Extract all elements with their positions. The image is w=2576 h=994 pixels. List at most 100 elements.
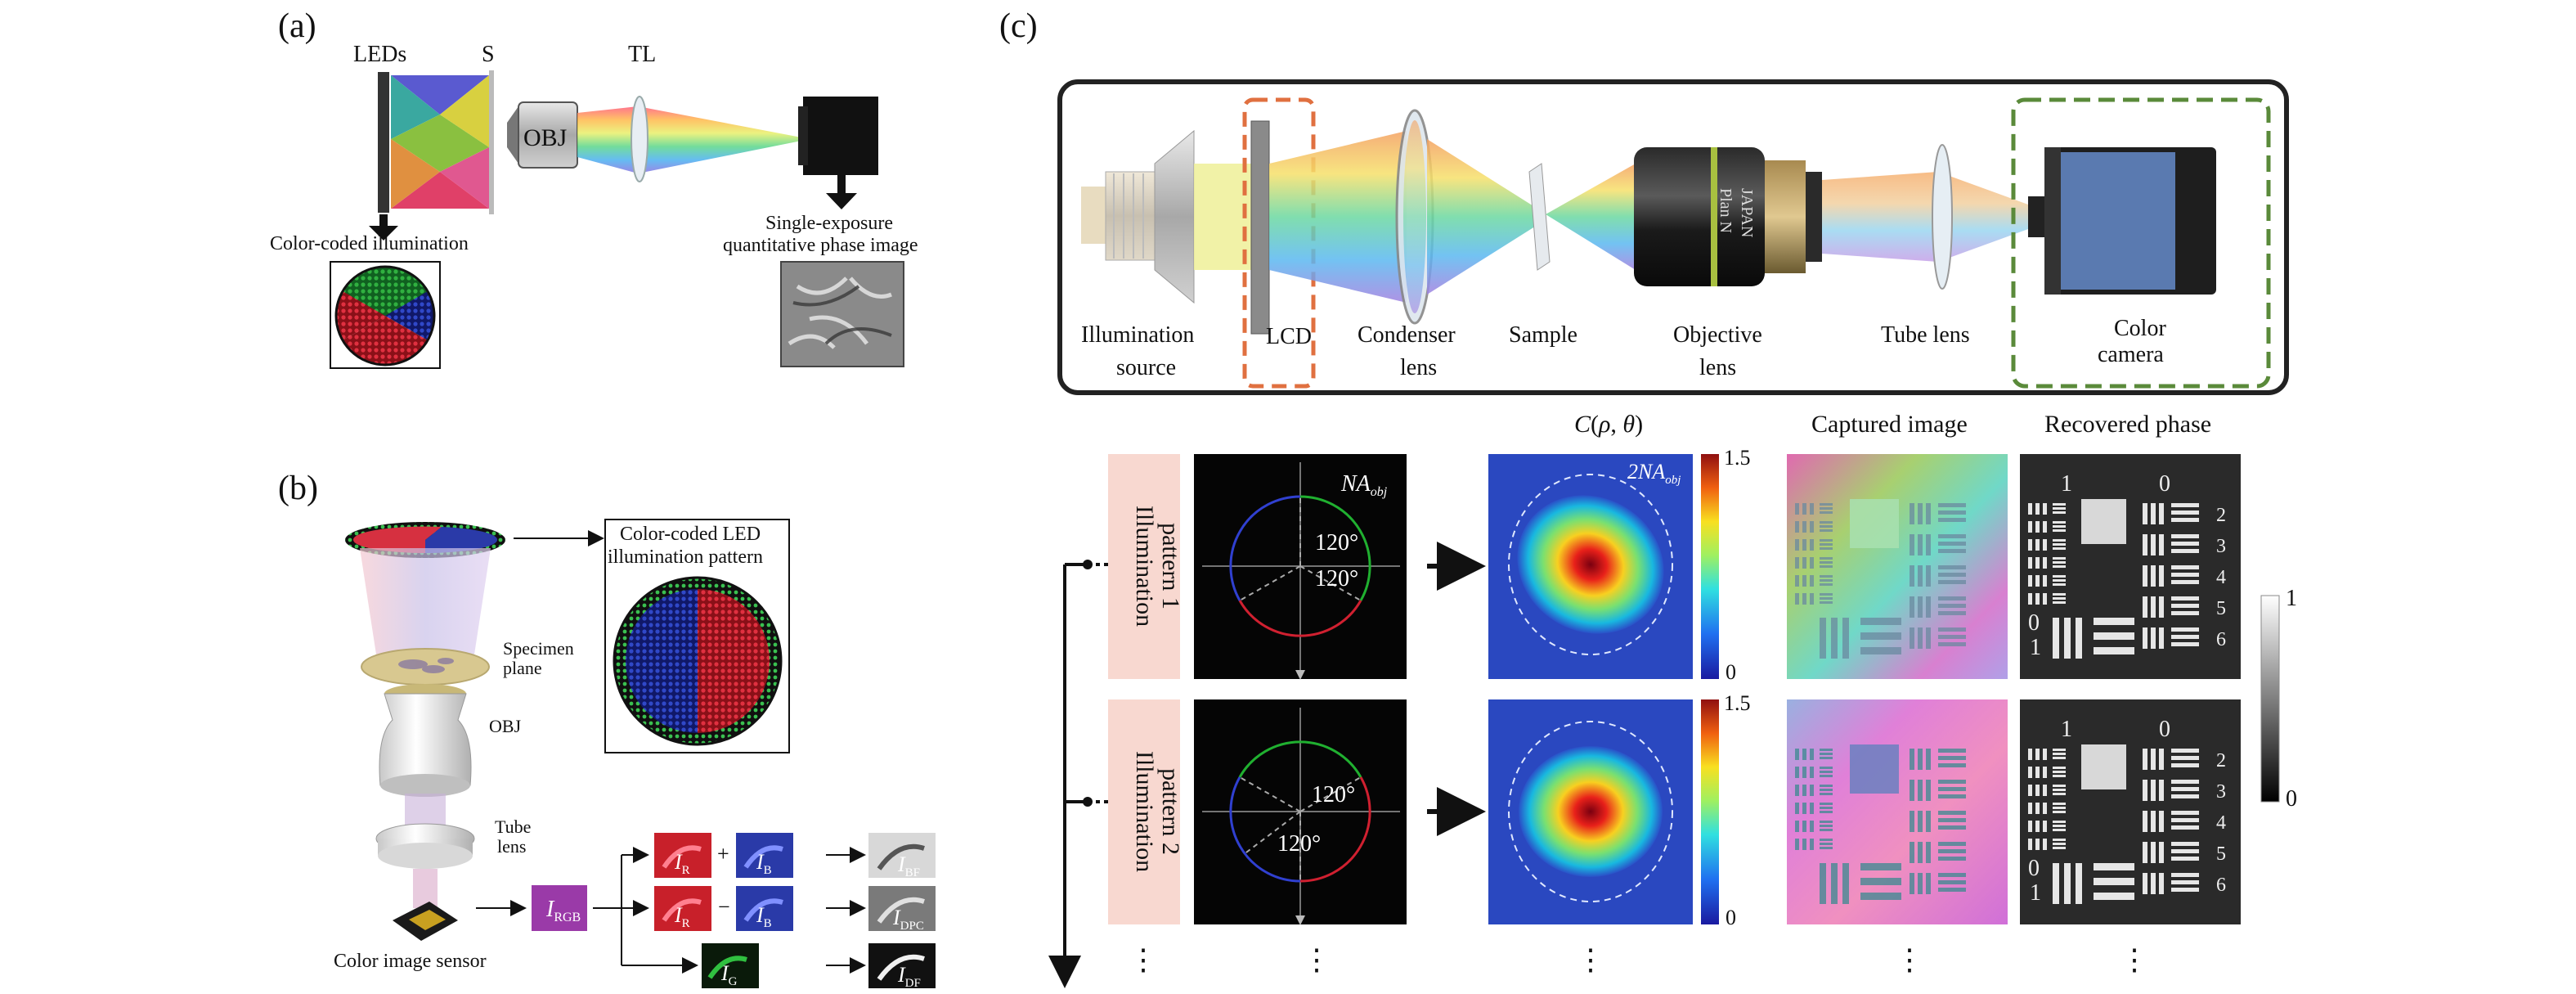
illum-source-line2: source (1116, 355, 1176, 380)
svg-text:120°: 120° (1315, 530, 1358, 555)
single-exposure-line2: quantitative phase image (723, 235, 918, 256)
svg-text:Plan N: Plan N (1717, 188, 1735, 233)
specimen-line1: Specimen (503, 638, 574, 659)
i-bf-tile (868, 833, 936, 878)
pattern2-line1: Illumination (1131, 751, 1158, 872)
single-exposure-line1: Single-exposure (765, 213, 893, 234)
i-b-tile-1 (736, 833, 793, 878)
led-orange-ray (391, 139, 440, 209)
target-number: 5 (2216, 598, 2226, 619)
illumination-source (1081, 129, 1195, 304)
pattern1-line1: Illumination (1131, 506, 1158, 627)
svg-text:1: 1 (2061, 717, 2072, 742)
color-camera (2028, 147, 2216, 295)
lcd-panel (1250, 120, 1270, 335)
gray-colorbar (2260, 595, 2280, 803)
panel-a-label: (a) (278, 7, 316, 45)
cbar-max-1: 1.5 (1724, 446, 1751, 470)
pattern-1-label-box (1108, 454, 1180, 679)
leds-label: LEDs (353, 42, 406, 67)
jet-colorbar-1 (1701, 454, 1719, 679)
recovered-header: Recovered phase (2044, 411, 2211, 438)
ellipsis-5: ⋮ (2120, 943, 2149, 976)
led-arrow-a (369, 226, 398, 241)
captured-header: Captured image (1811, 411, 1968, 438)
led-pink-ray (440, 147, 489, 209)
svg-text:0: 0 (2159, 717, 2170, 742)
objective-line1: Objective (1673, 322, 1762, 348)
tube-beam (1822, 172, 2028, 262)
led-pattern-line2: illumination pattern (608, 546, 763, 568)
tl-label: TL (628, 42, 656, 67)
svg-text:IBF: IBF (897, 852, 920, 879)
panel-b-label: (b) (278, 470, 318, 507)
c-tile-1: 2NAobj (1488, 454, 1693, 679)
cbar-min-1: 0 (1726, 660, 1736, 684)
gray-max: 1 (2286, 586, 2297, 611)
target-number: 2 (2216, 505, 2226, 526)
camera-arrow-a (826, 193, 857, 209)
svg-text:IRGB: IRGB (545, 897, 581, 924)
led-yellow-ray (440, 75, 489, 147)
condenser-line1: Condenser (1358, 322, 1456, 348)
panel-c-label: (c) (999, 7, 1038, 45)
svg-text:0: 0 (2028, 856, 2040, 881)
ellipsis-2: ⋮ (1302, 943, 1331, 976)
i-b-tile-2 (736, 886, 793, 931)
svg-text:IDPC: IDPC (892, 906, 924, 933)
c-tile-2 (1488, 699, 1693, 924)
sample-slide-c (1528, 163, 1551, 271)
cbar-max-2: 1.5 (1724, 691, 1751, 715)
camera-box (2011, 97, 2271, 389)
illum-source-line1: Illumination (1081, 322, 1194, 348)
sensor-label: Color image sensor (334, 951, 487, 972)
i-g-tile (702, 943, 759, 988)
svg-text:0: 0 (2159, 471, 2170, 497)
captured-tile-2 (1787, 699, 2008, 924)
panel-b: (b) Specimen plane OBJ Tube lens (278, 470, 936, 990)
jet-colorbar-2 (1701, 699, 1719, 924)
lcd-label: LCD (1266, 324, 1312, 349)
sample-slide (489, 70, 494, 214)
svg-text:IB: IB (756, 903, 772, 930)
captured-tile-1 (1787, 454, 2008, 679)
light-cone-b (360, 548, 491, 654)
svg-text:0: 0 (2028, 610, 2040, 636)
color-coded-label: Color-coded illumination (270, 233, 469, 254)
i-rgb-tile (532, 885, 587, 931)
pattern-tile-1: NAobj 120° 120° (1194, 454, 1407, 680)
svg-text:IR: IR (674, 903, 690, 930)
rainbow-beam-c1 (1269, 131, 1407, 303)
tube-line2: lens (497, 836, 526, 857)
ellipsis-1: ⋮ (1129, 943, 1158, 976)
svg-text:1: 1 (2030, 635, 2041, 660)
panel-c: (c) (999, 7, 2297, 988)
target-number: 3 (2216, 781, 2226, 803)
camera-line2: camera (2098, 342, 2164, 367)
objective-tip (507, 106, 518, 164)
pattern2-line2: pattern 2 (1157, 768, 1184, 855)
target-number: 4 (2216, 567, 2226, 588)
led-ring-blue (425, 527, 498, 553)
i-r-tile-1 (654, 833, 711, 878)
objective-line2: lens (1699, 355, 1736, 380)
pattern1-line2: pattern 1 (1157, 523, 1184, 609)
svg-text:NAobj: NAobj (1340, 471, 1388, 499)
yellow-beam (1194, 164, 1251, 270)
panel-a: (a) LEDs S TL OBJ Color-coded illuminati… (270, 7, 918, 369)
svg-text:120°: 120° (1312, 782, 1355, 807)
tube-line1: Tube (495, 816, 531, 837)
target-number: 4 (2216, 812, 2226, 834)
led-board (378, 72, 389, 213)
obj-label-b: OBJ (489, 716, 522, 736)
color-coded-disc (334, 265, 436, 367)
svg-text:1: 1 (2061, 471, 2072, 497)
target-number: 3 (2216, 536, 2226, 557)
i-dpc-tile (868, 886, 936, 931)
ellipsis-4: ⋮ (1895, 943, 1924, 976)
target-number: 5 (2216, 843, 2226, 865)
svg-text:IR: IR (674, 850, 690, 877)
s-label: S (482, 42, 495, 67)
target-number: 6 (2216, 875, 2226, 896)
